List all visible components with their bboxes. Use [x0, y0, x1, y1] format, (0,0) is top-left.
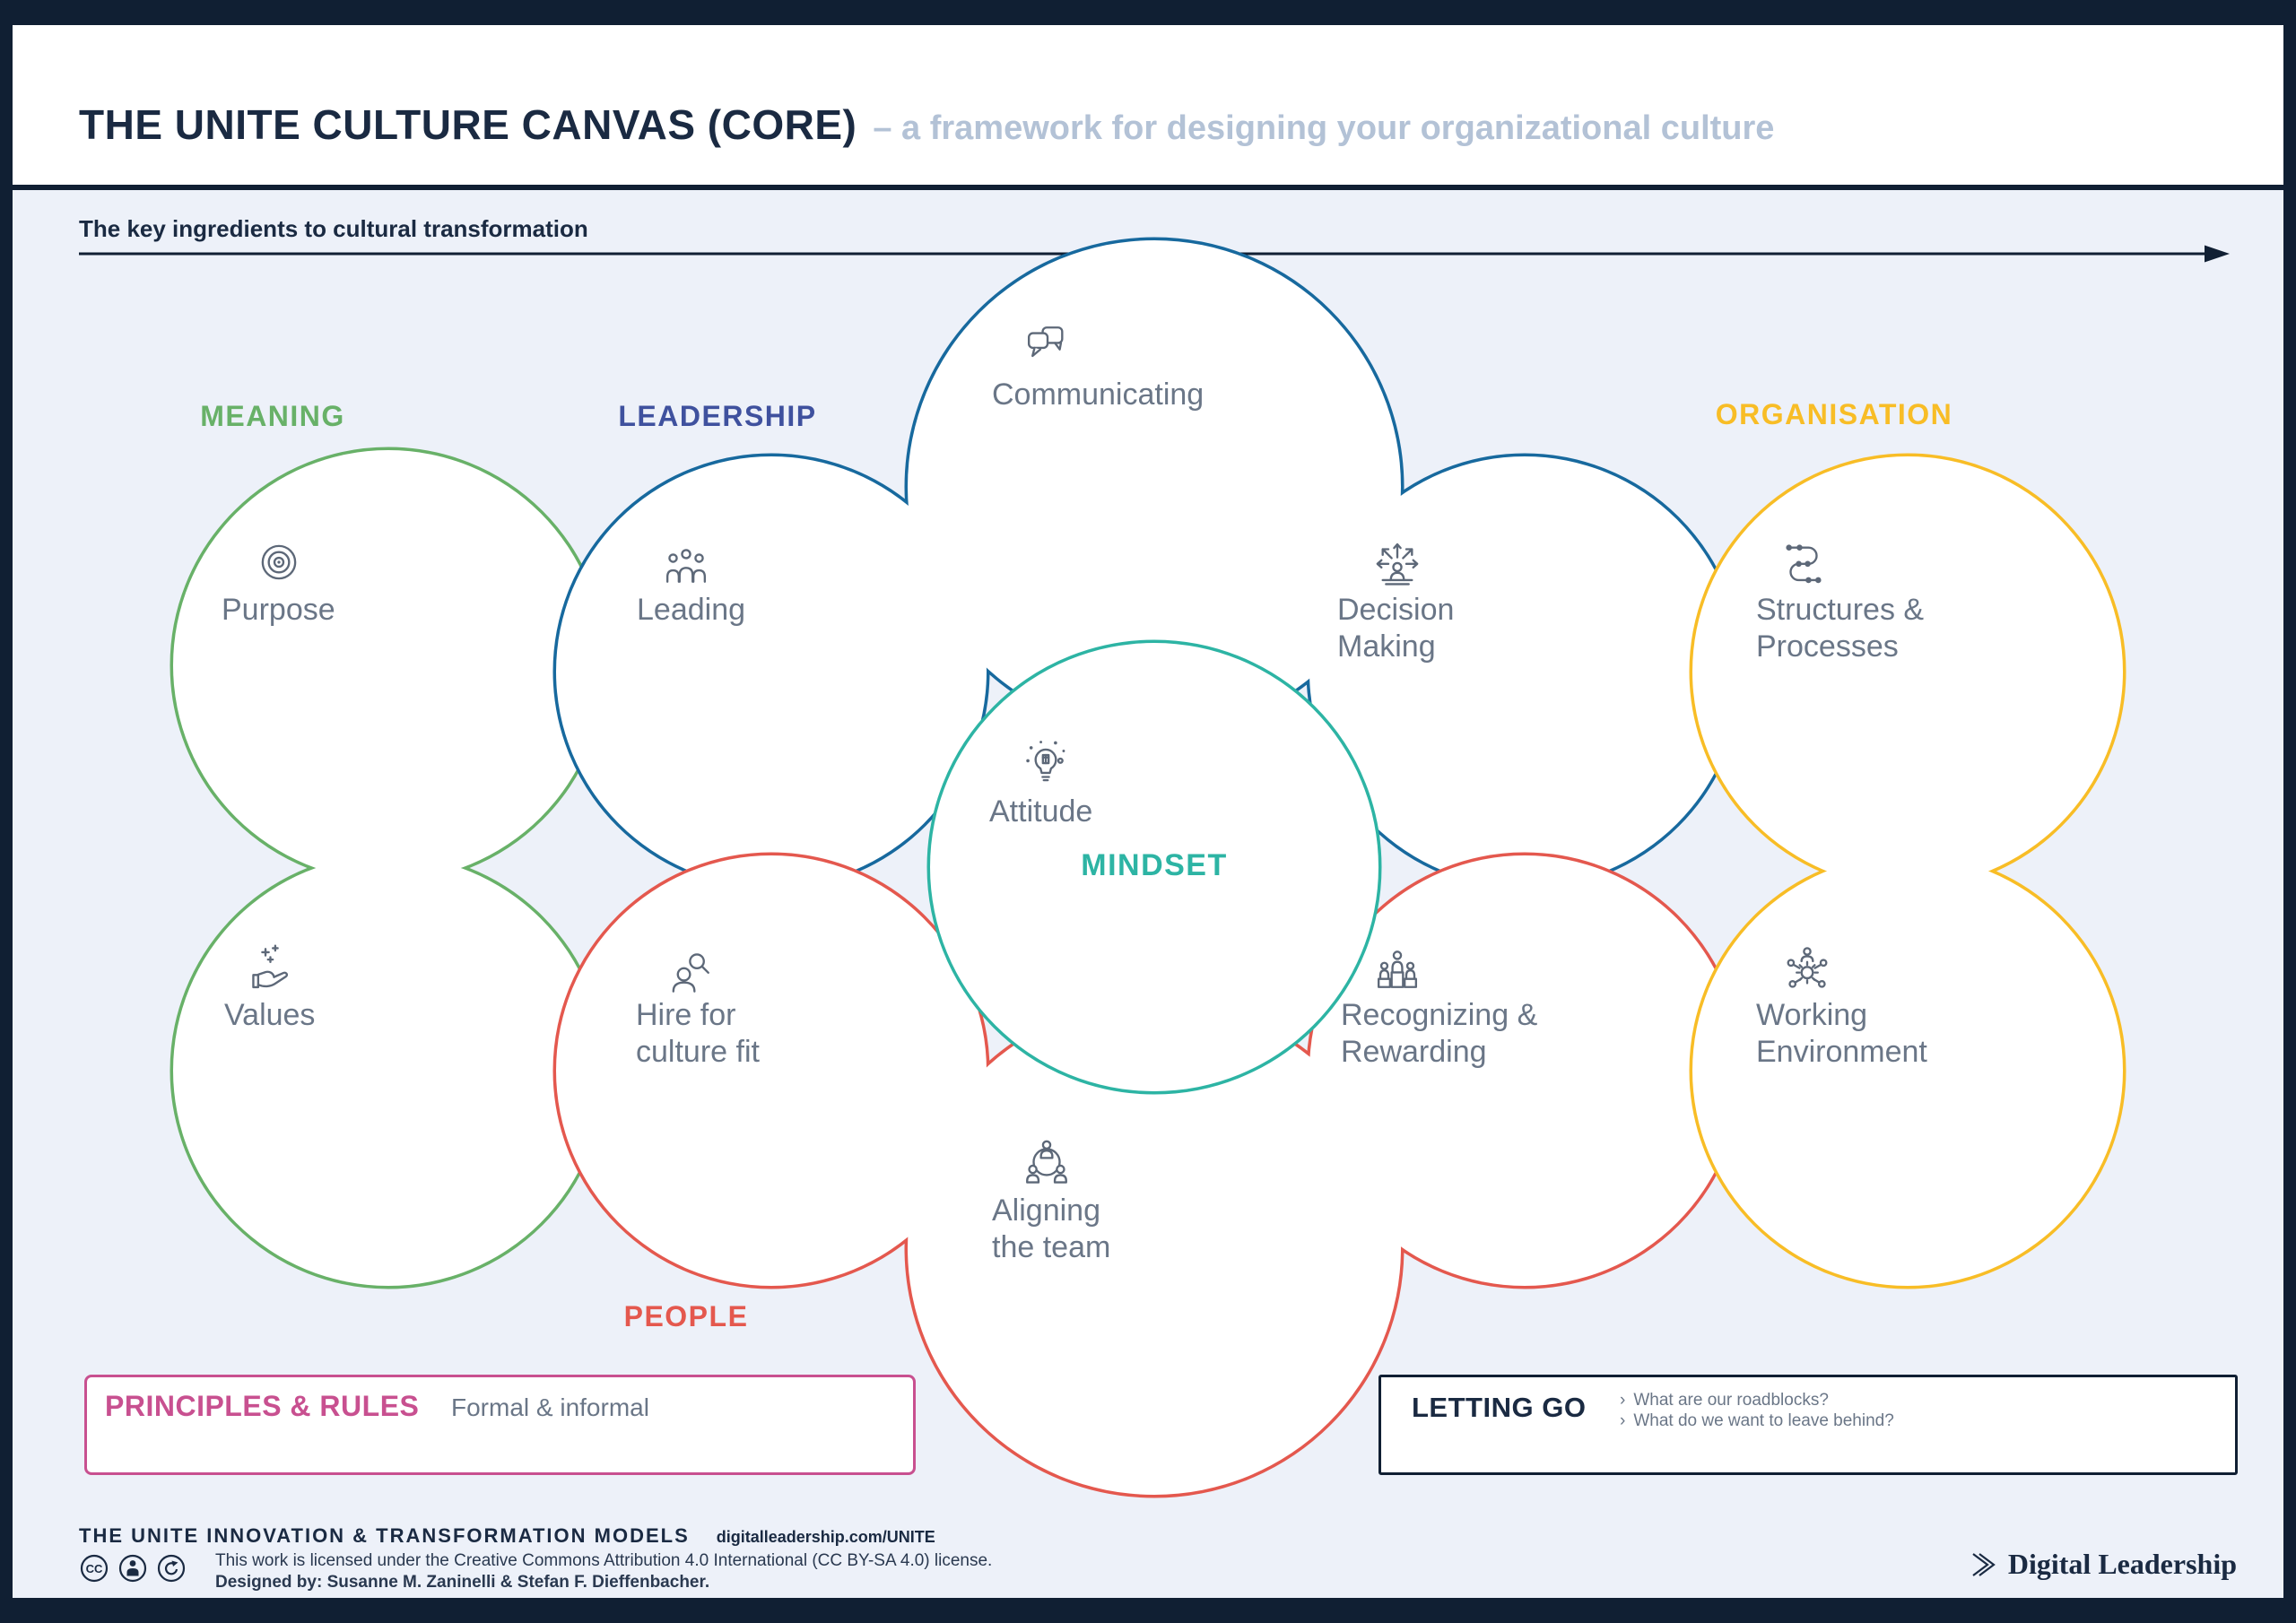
- cc-by-icon: [118, 1554, 147, 1583]
- principles-rules-title: PRINCIPLES & RULES: [105, 1390, 420, 1422]
- speech-bubbles-icon: [1022, 321, 1074, 373]
- cluster-label-mindset: MINDSET: [1081, 848, 1228, 882]
- people-cloud: [552, 852, 1744, 1498]
- footer-license: This work is licensed under the Creative…: [215, 1551, 993, 1570]
- brand-lockup: Digital Leadership: [1970, 1548, 2237, 1581]
- decision-arrows-icon: [1371, 536, 1423, 588]
- letting-go-bullet: › What do we want to leave behind?: [1620, 1411, 1894, 1430]
- node-label-decision: Decision Making: [1337, 593, 1455, 664]
- cluster-label-leadership: LEADERSHIP: [618, 400, 817, 432]
- letting-go-bullet: › What are our roadblocks?: [1620, 1391, 1829, 1410]
- letting-go-box: LETTING GO › What are our roadblocks? › …: [1378, 1375, 2238, 1475]
- node-label-hire: Hire for culture fit: [636, 998, 760, 1069]
- cluster-label-people: PEOPLE: [623, 1300, 749, 1332]
- giving-hand-icon: [248, 943, 300, 995]
- process-flow-icon: [1778, 536, 1830, 588]
- page-title: THE UNITE CULTURE CANVAS (CORE): [79, 101, 857, 148]
- cc-sa-icon: [157, 1554, 186, 1583]
- leadership-cloud: [552, 237, 1744, 890]
- node-label-aligning: Aligning the team: [992, 1193, 1111, 1264]
- footer-url: digitalleadership.com/UNITE: [716, 1528, 935, 1546]
- bullet-marker: ›: [1620, 1391, 1626, 1410]
- node-label-communicating: Communicating: [992, 378, 1205, 412]
- principles-rules-box: PRINCIPLES & RULES Formal & informal: [84, 1375, 916, 1475]
- svg-text:CC: CC: [86, 1562, 103, 1575]
- node-label-purpose: Purpose: [222, 593, 335, 627]
- podium-icon: [1371, 942, 1423, 994]
- people-icon: [660, 536, 712, 588]
- meaning-cloud: [170, 447, 607, 1289]
- node-label-structures: Structures & Processes: [1756, 593, 1925, 664]
- node-label-working: Working Environment: [1756, 998, 1927, 1069]
- page-title-row: THE UNITE CULTURE CANVAS (CORE) – a fram…: [79, 100, 1774, 149]
- footer-models-title: THE UNITE INNOVATION & TRANSFORMATION MO…: [79, 1524, 690, 1547]
- node-label-recognizing: Recognizing & Rewarding: [1341, 998, 1538, 1069]
- node-label-attitude: Attitude: [989, 794, 1093, 829]
- cc-license-icons: CC: [79, 1553, 187, 1584]
- organisation-cloud: [1689, 453, 2126, 1289]
- target-icon: [253, 536, 305, 588]
- bullet-marker: ›: [1620, 1411, 1626, 1430]
- person-gear-network-icon: [1781, 943, 1833, 995]
- node-label-leading: Leading: [637, 593, 746, 627]
- section-heading: The key ingredients to cultural transfor…: [79, 215, 588, 242]
- team-circle-icon: [1021, 1135, 1073, 1187]
- chevron-logo-icon: [1972, 1552, 1996, 1576]
- letting-go-bullets: › What are our roadblocks? › What do we …: [1620, 1390, 1894, 1431]
- principles-rules-note: Formal & informal: [451, 1393, 649, 1421]
- cluster-label-organisation: ORGANISATION: [1715, 398, 1953, 430]
- talent-search-icon: [663, 945, 715, 997]
- page-subtitle: – a framework for designing your organiz…: [873, 109, 1775, 147]
- brand-name: Digital Leadership: [2007, 1548, 2237, 1580]
- node-label-values: Values: [224, 998, 316, 1032]
- letting-go-title: LETTING GO: [1412, 1392, 1587, 1423]
- lightbulb-icon: [1020, 738, 1072, 790]
- cluster-label-meaning: MEANING: [200, 400, 345, 432]
- timeline-arrowhead: [2205, 245, 2230, 263]
- footer-models-row: THE UNITE INNOVATION & TRANSFORMATION MO…: [79, 1524, 935, 1548]
- footer-designed-by: Designed by: Susanne M. Zaninelli & Stef…: [215, 1573, 710, 1592]
- header-divider: [13, 185, 2283, 190]
- header-bar: [13, 25, 2283, 185]
- cc-icon: CC: [80, 1554, 109, 1583]
